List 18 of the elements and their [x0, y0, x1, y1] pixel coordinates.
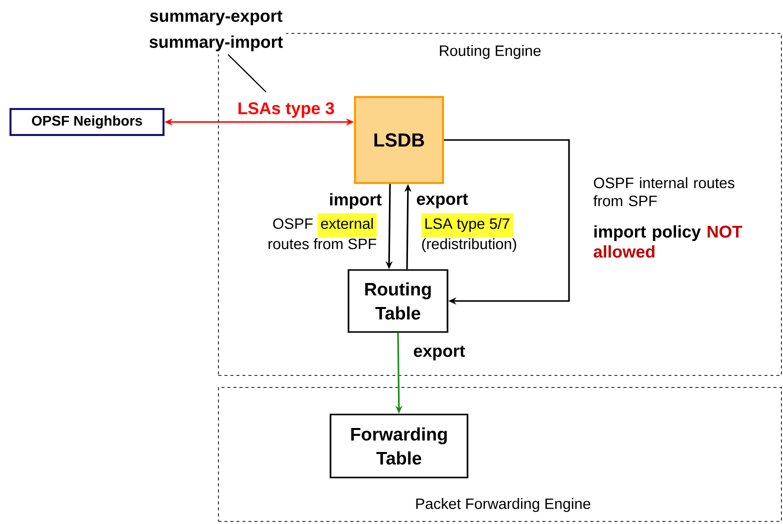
edge-label: export	[412, 344, 466, 362]
leader-line	[228, 54, 266, 92]
text-label: summary-export summary-import	[146, 8, 286, 54]
annotation-text: OSPF internal routes from SPF	[593, 177, 734, 206]
annotation-text: OSPF external routes from SPF	[268, 213, 377, 250]
label: allowed	[594, 245, 654, 258]
label: import policy	[594, 225, 701, 242]
annotation-text: LSA type 5/7 (redistribution)	[421, 213, 516, 252]
edge-label: LSAs type 3	[236, 101, 336, 119]
annotation-text: import policy NOT allowed	[594, 225, 742, 258]
box: Forwarding Table	[330, 414, 468, 478]
arrow	[444, 139, 570, 305]
label: NOT	[708, 226, 742, 238]
box: OPSF Neighbors	[10, 108, 164, 136]
box: LSDB	[354, 96, 444, 184]
edge-label: export	[415, 192, 470, 210]
edge-label: import	[328, 192, 383, 210]
box: Routing Table	[348, 269, 448, 333]
